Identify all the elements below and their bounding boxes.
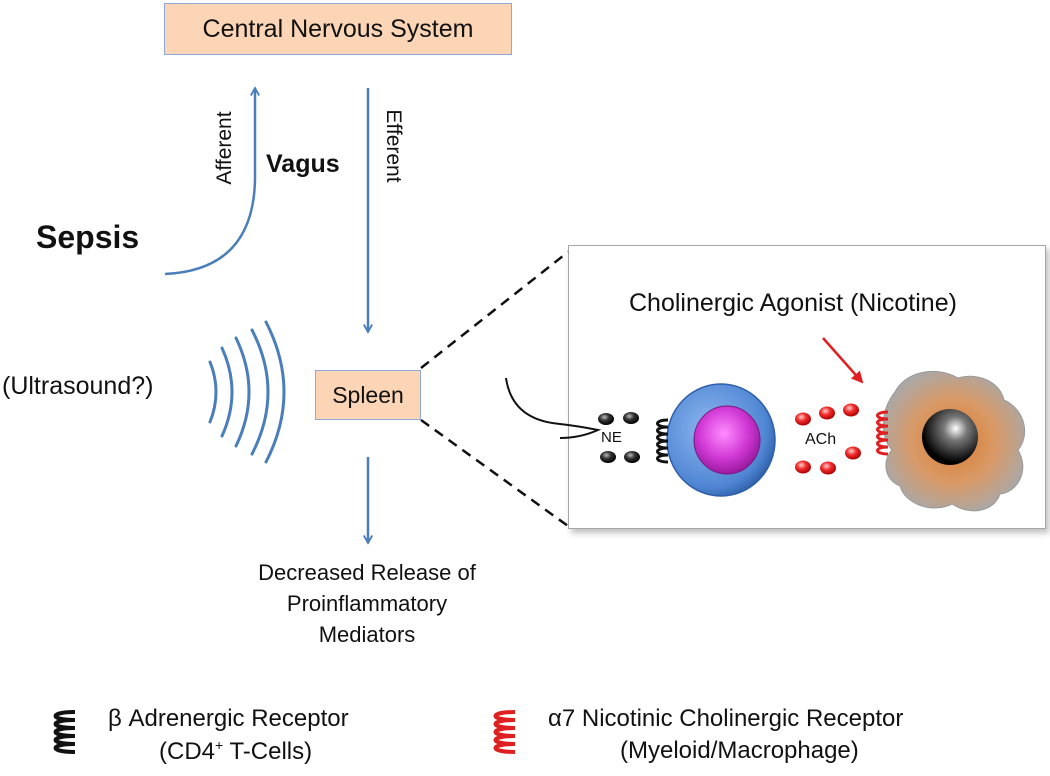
outcome-line-1: Decreased Release of — [258, 560, 476, 585]
t-cell-nucleus — [693, 405, 761, 475]
ach-label: ACh — [805, 431, 837, 448]
zoom-line-top — [420, 251, 569, 369]
sepsis-label: Sepsis — [36, 219, 140, 255]
afferent-label: Afferent — [213, 111, 236, 185]
legend-beta-line-2: (CD4+ T-Cells) — [159, 737, 313, 765]
ultrasound-waves-icon — [208, 320, 286, 464]
outcome-text: Decreased Release of Proinflammatory Med… — [228, 557, 506, 650]
legend-alpha-line-2: (Myeloid/Macrophage) — [620, 737, 859, 764]
legend-beta-line-1: β Adrenergic Receptor — [108, 705, 349, 732]
macrophage-nucleus — [922, 409, 978, 465]
cns-box: Central Nervous System — [164, 3, 512, 55]
legend-alpha7-receptor-icon — [493, 710, 516, 754]
ach-vesicles — [795, 403, 861, 475]
zoom-line-bottom — [420, 418, 569, 528]
vagus-label: Vagus — [266, 150, 340, 178]
spleen-box: Spleen — [315, 370, 421, 420]
beta-receptor-icon — [656, 418, 669, 464]
alpha7-receptor-icon — [876, 410, 889, 456]
efferent-label: Efferent — [382, 109, 405, 183]
afferent-arrow — [164, 88, 255, 276]
outcome-line-3: Mediators — [318, 622, 416, 647]
agonist-arrow — [822, 337, 864, 384]
ne-label: NE — [601, 429, 622, 446]
nerve-terminal — [505, 377, 602, 439]
spleen-label: Spleen — [332, 381, 404, 408]
outcome-line-2: Proinflammatory — [286, 591, 448, 616]
legend-alpha-line-1: α7 Nicotinic Cholinergic Receptor — [548, 705, 904, 732]
cns-label: Central Nervous System — [202, 14, 474, 43]
legend-beta-receptor-icon — [53, 710, 76, 754]
agonist-label: Cholinergic Agonist (Nicotine) — [629, 289, 957, 317]
ne-vesicles — [598, 412, 640, 463]
ultrasound-label: (Ultrasound?) — [2, 372, 154, 400]
